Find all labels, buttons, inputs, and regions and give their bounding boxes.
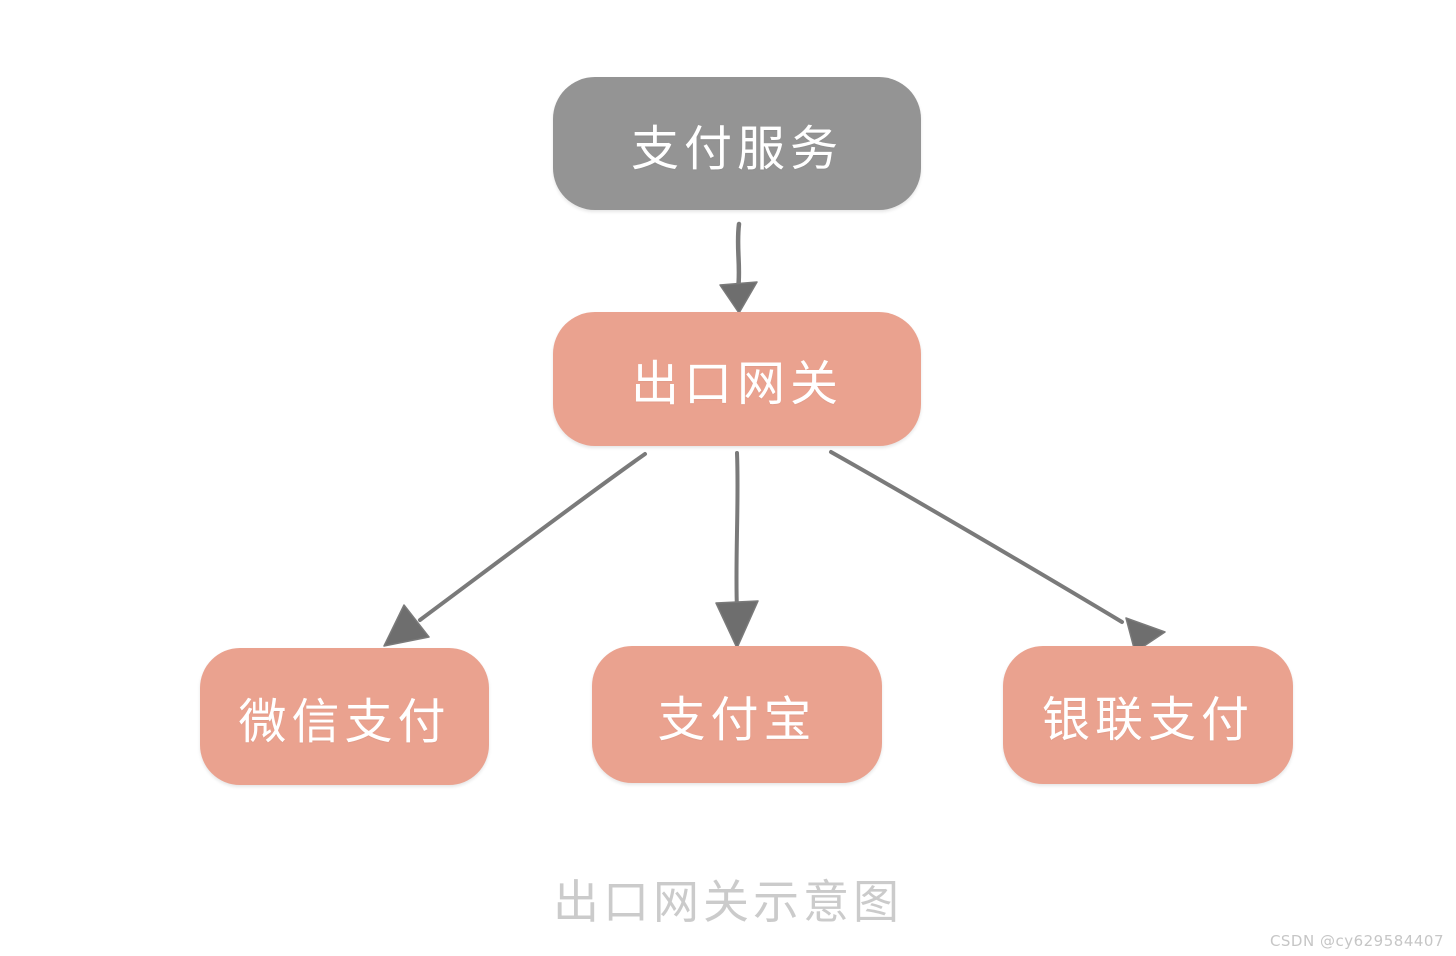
edge-gateway-to-wechat-arrow	[383, 452, 647, 647]
edge-service-to-gateway-arrow	[719, 221, 758, 314]
node-alipay: 支付宝	[592, 646, 882, 783]
node-export-gateway-label: 出口网关	[630, 356, 843, 412]
csdn-watermark: CSDN @cy629584407	[1269, 932, 1444, 950]
node-export-gateway: 出口网关	[553, 312, 921, 446]
node-unionpay: 银联支付	[1003, 646, 1293, 784]
node-unionpay-label: 银联支付	[1041, 692, 1254, 748]
node-payment-service: 支付服务	[553, 77, 921, 210]
node-wechat-pay: 微信支付	[200, 648, 489, 785]
diagram-caption: 出口网关示意图	[553, 875, 903, 929]
node-wechat-pay-label: 微信支付	[238, 693, 451, 750]
node-payment-service-label: 支付服务	[630, 120, 843, 177]
edge-gateway-to-unionpay-arrow	[829, 450, 1166, 653]
edge-gateway-to-alipay-arrow	[715, 451, 759, 649]
node-alipay-label: 支付宝	[657, 691, 817, 748]
